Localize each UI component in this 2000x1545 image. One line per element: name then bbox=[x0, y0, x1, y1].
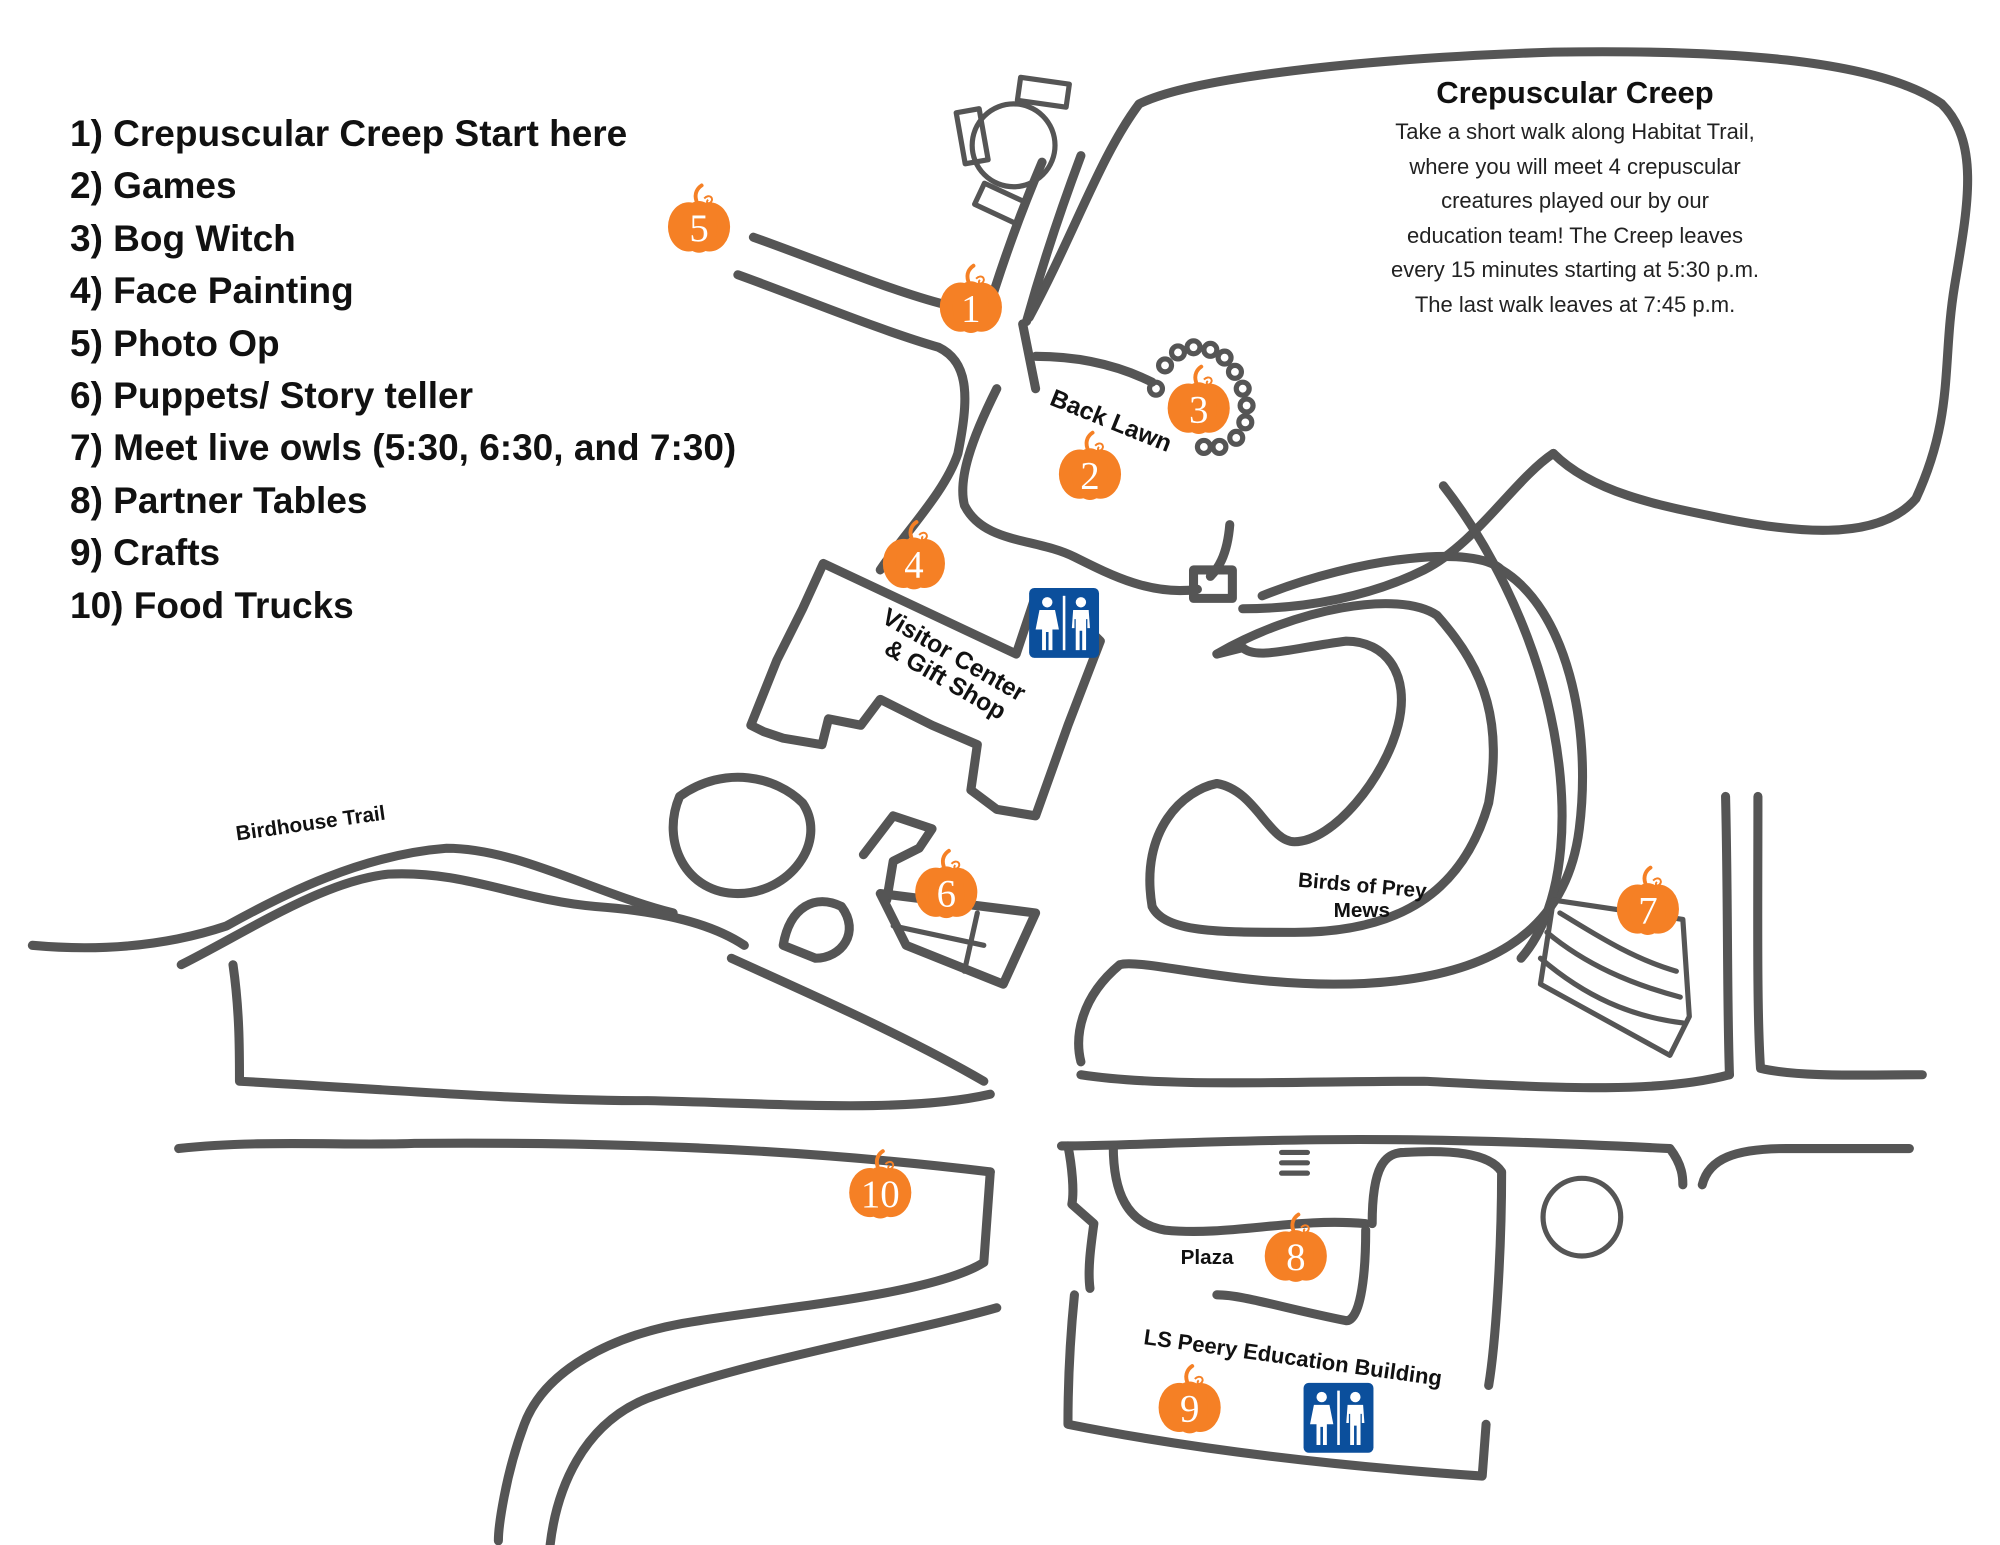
marker-3[interactable]: 3 bbox=[1165, 364, 1232, 436]
legend-item: 1) Crepuscular Creep Start here bbox=[70, 113, 628, 154]
svg-text:8: 8 bbox=[1286, 1236, 1305, 1279]
label-plaza: Plaza bbox=[1181, 1246, 1234, 1269]
info-line: where you will meet 4 crepuscular bbox=[1409, 153, 1741, 179]
legend-item: 10) Food Trucks bbox=[70, 584, 354, 626]
restroom-education-building[interactable] bbox=[1302, 1381, 1375, 1455]
legend-item: 5) Photo Op bbox=[70, 322, 280, 364]
label-birdhouse-trail: Birdhouse Trail bbox=[234, 802, 386, 846]
info-line: The last walk leaves at 7:45 p.m. bbox=[1414, 291, 1736, 317]
marker-2[interactable]: 2 bbox=[1056, 430, 1123, 502]
marker-8[interactable]: 8 bbox=[1262, 1212, 1329, 1284]
marker-1[interactable]: 1 bbox=[937, 263, 1004, 335]
restroom-icon bbox=[1027, 586, 1101, 660]
svg-text:2: 2 bbox=[1080, 454, 1099, 497]
svg-text:10: 10 bbox=[861, 1173, 900, 1216]
legend-list: 1) Crepuscular Creep Start here 2) Games… bbox=[70, 108, 736, 632]
info-line: every 15 minutes starting at 5:30 p.m. bbox=[1390, 257, 1760, 282]
legend-item: 7) Meet live owls (5:30, 6:30, and 7:30) bbox=[70, 427, 737, 469]
legend-item: 4) Face Painting bbox=[70, 270, 354, 312]
info-title: Crepuscular Creep bbox=[1436, 75, 1714, 110]
svg-text:6: 6 bbox=[937, 872, 956, 915]
habitat-trail-loop bbox=[1024, 47, 1973, 535]
label-mews: Mews bbox=[1334, 899, 1390, 922]
marker-5[interactable]: 5 bbox=[666, 183, 733, 255]
info-line: education team! The Creep leaves bbox=[1407, 222, 1743, 248]
svg-text:9: 9 bbox=[1180, 1388, 1199, 1431]
info-body: Take a short walk along Habitat Trail, w… bbox=[1355, 115, 1795, 322]
svg-text:7: 7 bbox=[1638, 889, 1657, 932]
marker-9[interactable]: 9 bbox=[1156, 1364, 1223, 1436]
legend-item: 6) Puppets/ Story teller bbox=[70, 374, 473, 416]
legend-item: 2) Games bbox=[70, 165, 237, 207]
bog-witch-ring bbox=[1146, 338, 1256, 456]
legend-item: 8) Partner Tables bbox=[70, 479, 368, 521]
restroom-visitor-center[interactable] bbox=[1027, 586, 1101, 660]
info-line: Take a short walk along Habitat Trail, bbox=[1395, 119, 1755, 144]
marker-7[interactable]: 7 bbox=[1614, 865, 1681, 937]
marker-6[interactable]: 6 bbox=[913, 848, 980, 921]
legend-item: 3) Bog Witch bbox=[70, 217, 296, 259]
svg-text:3: 3 bbox=[1189, 388, 1208, 431]
svg-text:4: 4 bbox=[904, 544, 923, 587]
svg-text:5: 5 bbox=[689, 207, 708, 250]
marker-4[interactable]: 4 bbox=[880, 520, 947, 592]
svg-text:1: 1 bbox=[961, 287, 980, 330]
restroom-icon bbox=[1302, 1381, 1375, 1455]
marker-10[interactable]: 10 bbox=[847, 1149, 914, 1221]
label-birds-of-prey: Birds of Prey bbox=[1297, 869, 1428, 903]
crepuscular-creep-info: Crepuscular Creep Take a short walk alon… bbox=[1355, 75, 1795, 322]
info-line: creatures played our by our bbox=[1441, 188, 1709, 213]
legend-item: 9) Crafts bbox=[70, 532, 221, 574]
